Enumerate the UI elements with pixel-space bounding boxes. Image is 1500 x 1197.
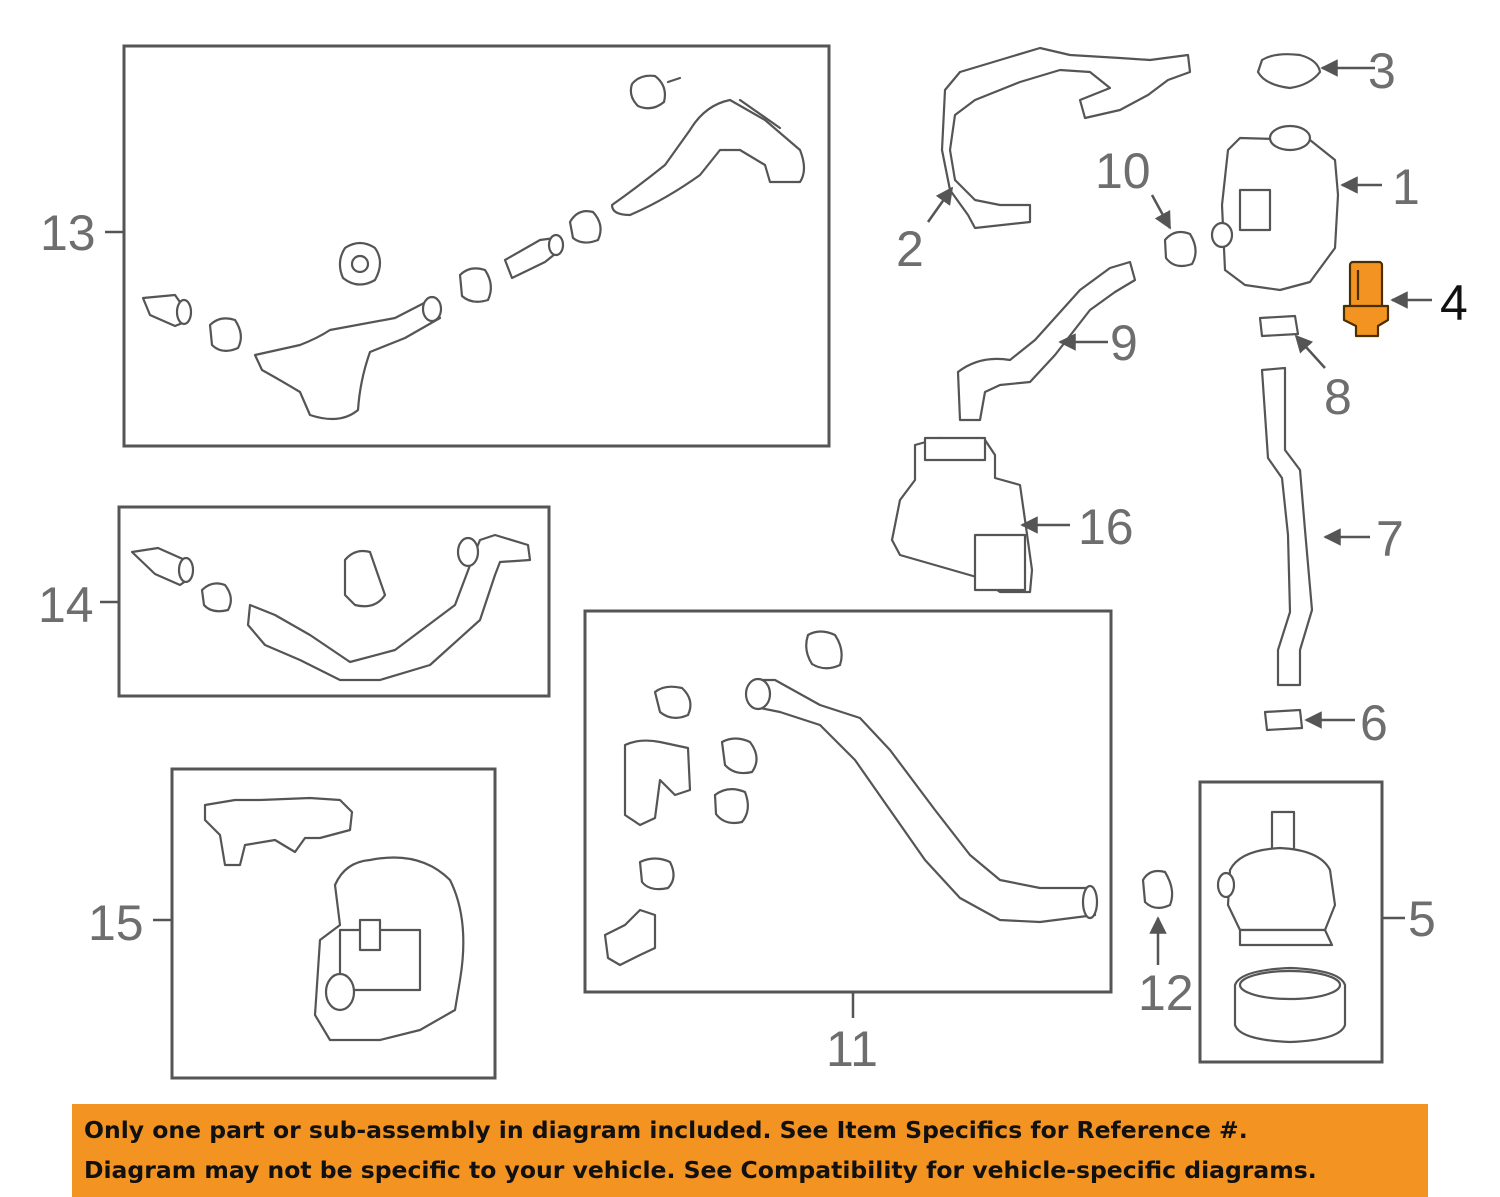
callout-9: 9 (1110, 315, 1138, 371)
callout-13: 13 (40, 205, 96, 261)
callout-8: 8 (1324, 369, 1352, 425)
clamp-8 (1258, 314, 1300, 338)
callout-12: 12 (1138, 965, 1194, 1021)
callout-10: 10 (1095, 143, 1151, 199)
disclaimer-banner: Only one part or sub-assembly in diagram… (72, 1104, 1428, 1197)
valve-16 (890, 436, 1034, 594)
hose-9 (956, 260, 1137, 422)
callout-3: 3 (1368, 43, 1396, 99)
hose-assembly-11 (603, 630, 1099, 967)
callout-5: 5 (1408, 891, 1436, 947)
group-box-15 (170, 767, 497, 1080)
callout-6: 6 (1360, 695, 1388, 751)
disclaimer-line-2: Diagram may not be specific to your vehi… (84, 1156, 1317, 1184)
hose-7 (1260, 366, 1314, 687)
callout-11: 11 (826, 1021, 878, 1077)
cap-3 (1256, 53, 1322, 90)
leader-lines (100, 59, 1432, 1018)
callout-16: 16 (1078, 499, 1134, 555)
clamp-12 (1141, 869, 1174, 909)
group-box-11 (583, 609, 1113, 994)
clamp-10 (1163, 230, 1197, 268)
callout-4: 4 (1440, 275, 1468, 331)
hose-assembly-13 (141, 74, 806, 421)
callout-1: 1 (1392, 159, 1420, 215)
disclaimer-line-1: Only one part or sub-assembly in diagram… (84, 1116, 1248, 1144)
clamp-6 (1263, 708, 1304, 732)
group-box-13 (122, 44, 831, 448)
callout-7: 7 (1376, 511, 1404, 567)
callout-14: 14 (38, 577, 94, 633)
hose-assembly-14 (130, 533, 532, 682)
pump-5 (1216, 810, 1347, 1044)
callout-2: 2 (896, 221, 924, 277)
callout-15: 15 (88, 895, 144, 951)
group-box-5 (1198, 780, 1384, 1064)
bracket-2 (940, 46, 1192, 230)
heater-assembly-15 (203, 796, 465, 1042)
sensor-4-highlighted (1342, 260, 1390, 338)
reservoir-1 (1210, 124, 1340, 292)
